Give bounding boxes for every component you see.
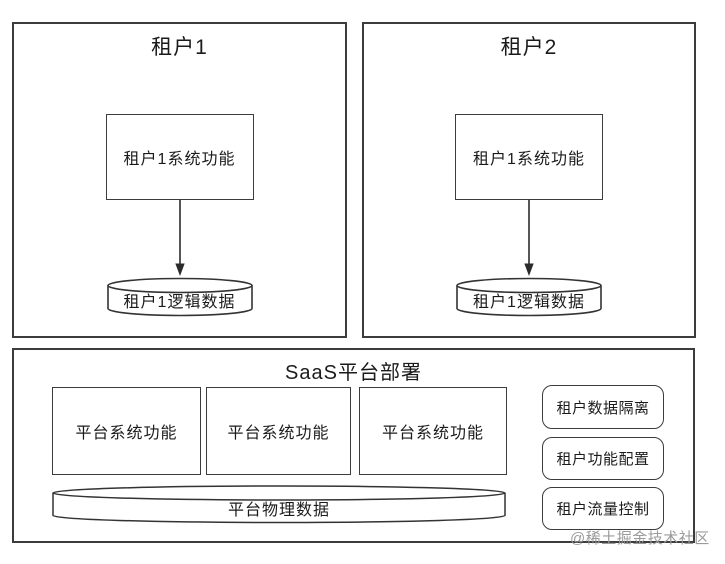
tenant1-function-box-label: 租户1系统功能 <box>123 151 236 168</box>
tenant2-panel-title: 租户2 <box>500 36 558 59</box>
database-cylinder-icon <box>106 277 253 317</box>
tenant2-datastore-label: 租户1逻辑数据 <box>473 294 585 311</box>
feature-badge-function-config-label: 租户功能配置 <box>556 451 650 468</box>
database-cylinder-icon <box>52 485 506 524</box>
platform-datastore-cylinder: 平台物理数据 <box>52 485 506 524</box>
tenant2-function-box: 租户1系统功能 <box>455 114 603 200</box>
feature-badge-traffic-control-label: 租户流量控制 <box>556 501 650 518</box>
watermark-text: @稀土掘金技术社区 <box>570 530 710 547</box>
tenant1-function-box: 租户1系统功能 <box>105 114 254 200</box>
tenant1-panel-title: 租户1 <box>151 36 208 59</box>
feature-badge-data-isolation: 租户数据隔离 <box>542 385 664 429</box>
database-cylinder-icon <box>456 277 602 317</box>
platform-function-box-3-label: 平台系统功能 <box>381 425 484 442</box>
platform-function-box-3: 平台系统功能 <box>359 387 507 475</box>
saas-platform-title: SaaS平台部署 <box>285 362 422 384</box>
feature-badge-data-isolation-label: 租户数据隔离 <box>556 399 650 417</box>
platform-function-box-2: 平台系统功能 <box>206 387 351 475</box>
arrow-down-icon <box>524 200 534 276</box>
feature-badge-function-config: 租户功能配置 <box>542 437 664 480</box>
tenant2-datastore-cylinder: 租户1逻辑数据 <box>456 277 602 317</box>
saas-platform-panel: SaaS平台部署 平台系统功能 平台系统功能 平台系统功能 平台物理数据 租户数… <box>12 348 695 543</box>
platform-datastore-label: 平台物理数据 <box>227 501 330 519</box>
feature-badge-traffic-control: 租户流量控制 <box>542 487 664 530</box>
tenant1-panel: 租户1 租户1系统功能 租户1逻辑数据 <box>12 22 347 338</box>
platform-function-box-1: 平台系统功能 <box>52 387 201 475</box>
tenant2-panel: 租户2 租户1系统功能 租户1逻辑数据 <box>362 22 696 338</box>
tenant1-datastore-cylinder: 租户1逻辑数据 <box>106 277 253 317</box>
platform-function-box-2-label: 平台系统功能 <box>227 425 330 442</box>
tenant1-datastore-label: 租户1逻辑数据 <box>123 294 236 311</box>
arrow-down-icon <box>174 200 185 276</box>
platform-function-box-1-label: 平台系统功能 <box>75 425 178 442</box>
tenant2-function-box-label: 租户1系统功能 <box>473 151 585 168</box>
